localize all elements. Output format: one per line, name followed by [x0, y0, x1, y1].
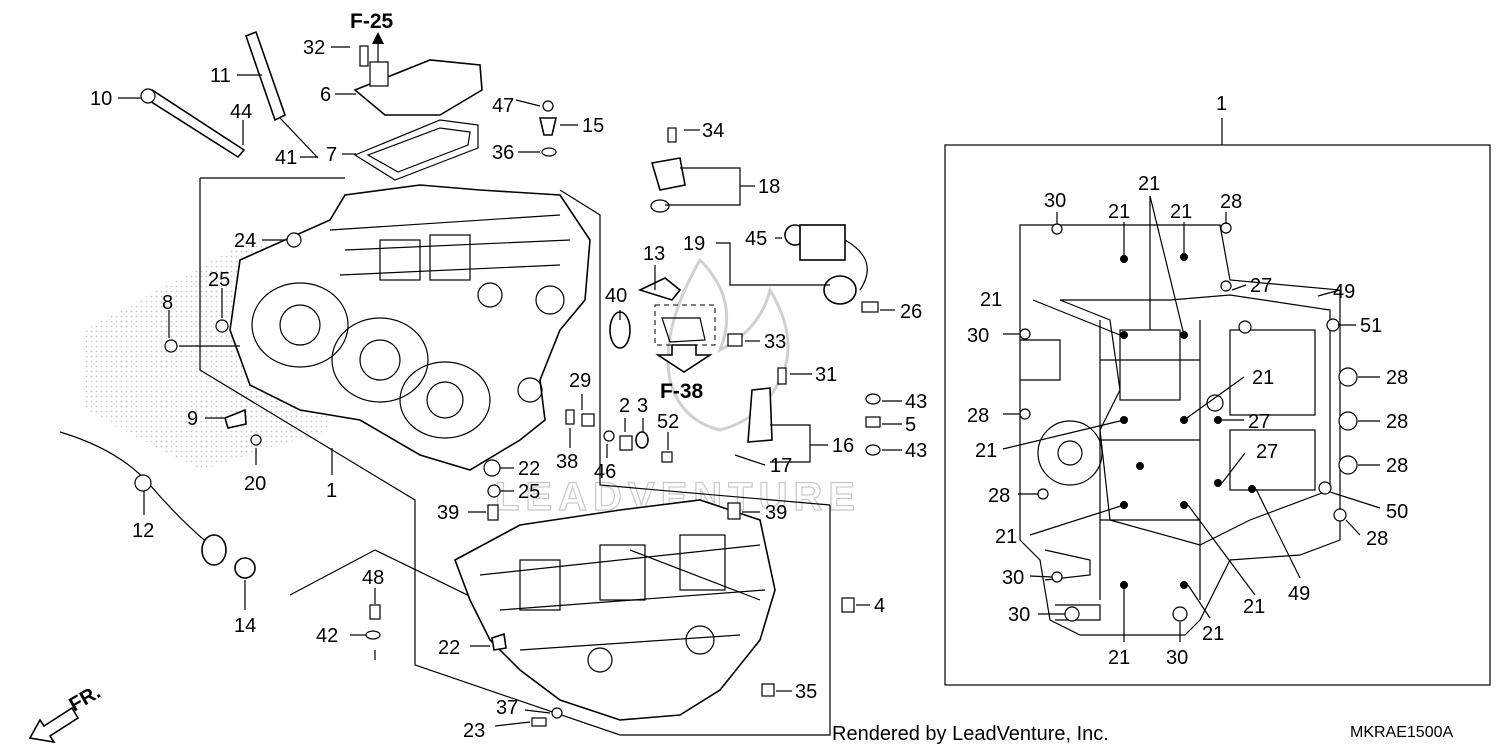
section-ref-f38: F-38	[660, 380, 704, 403]
callout-8: 8	[162, 292, 173, 314]
callout-41: 41	[275, 147, 297, 169]
callout-31: 31	[815, 364, 837, 386]
callout-23: 23	[463, 720, 485, 742]
callout-45: 45	[745, 228, 767, 250]
callout-r21h: 21	[1243, 596, 1265, 618]
callout-r50: 50	[1386, 501, 1408, 523]
callout-22b: 22	[438, 637, 460, 659]
callout-38: 38	[556, 451, 578, 473]
callout-42: 42	[316, 625, 338, 647]
callout-24: 24	[234, 230, 256, 252]
callout-25b: 25	[518, 481, 540, 503]
callout-r30e: 30	[1166, 647, 1188, 669]
callout-r28e: 28	[1386, 455, 1408, 477]
callout-9: 9	[187, 408, 198, 430]
callout-2: 2	[619, 395, 630, 417]
callout-19: 19	[683, 233, 705, 255]
callout-r27a: 27	[1250, 275, 1272, 297]
callout-44: 44	[230, 101, 252, 123]
callout-17: 17	[770, 455, 792, 477]
callout-11: 11	[210, 65, 231, 87]
callout-r28d: 28	[1386, 411, 1408, 433]
callout-r49b: 49	[1288, 583, 1310, 605]
oil-dipstick	[244, 30, 319, 159]
callout-r28f: 28	[988, 485, 1010, 507]
callout-34: 34	[702, 120, 724, 142]
breather-pipe	[140, 88, 246, 159]
leader-lines-right	[1002, 195, 1381, 642]
callout-r30b: 30	[967, 325, 989, 347]
callout-18: 18	[758, 176, 780, 198]
callout-r21j: 21	[1108, 647, 1130, 669]
upper-crankcase	[229, 184, 591, 471]
callout-46: 46	[594, 461, 616, 483]
callout-37: 37	[496, 697, 518, 719]
lower-crankcase	[454, 499, 776, 721]
callout-r27c: 27	[1256, 441, 1278, 463]
callout-r21i: 21	[1202, 623, 1224, 645]
callout-r21f: 21	[975, 440, 997, 462]
callout-13: 13	[643, 243, 665, 265]
callout-r1: 1	[1216, 93, 1227, 115]
callout-r28g: 28	[1366, 528, 1388, 550]
callout-r21a: 21	[1138, 173, 1160, 195]
callout-r28b: 28	[1386, 367, 1408, 389]
callout-40: 40	[605, 285, 627, 307]
callout-r21e: 21	[1252, 367, 1274, 389]
diagram-code: MKRAE1500A	[1350, 724, 1453, 741]
callout-r49a: 49	[1333, 281, 1355, 303]
callout-35: 35	[795, 681, 817, 703]
callout-25a: 25	[208, 269, 230, 291]
callout-r21g: 21	[995, 526, 1017, 548]
callout-r27b: 27	[1248, 411, 1270, 433]
callout-43b: 43	[905, 440, 927, 462]
front-direction-arrow	[28, 706, 80, 744]
callout-5: 5	[905, 414, 916, 436]
breather-cover	[353, 59, 483, 116]
callout-36: 36	[492, 142, 514, 164]
callout-r28c: 28	[967, 405, 989, 427]
callout-26: 26	[900, 301, 922, 323]
callout-3: 3	[637, 395, 648, 417]
callout-39a: 39	[437, 502, 459, 524]
callout-r21c: 21	[1170, 201, 1192, 223]
crankcase-bolt-pattern-view	[944, 118, 1491, 686]
callout-4: 4	[874, 595, 885, 617]
callout-15: 15	[582, 115, 604, 137]
callout-r21b: 21	[1108, 201, 1130, 223]
callout-43a: 43	[905, 391, 927, 413]
breather-gasket	[353, 119, 479, 181]
reference-arrows	[372, 32, 716, 373]
callout-12: 12	[132, 520, 154, 542]
callout-r30c: 30	[1002, 567, 1024, 589]
callout-29: 29	[569, 370, 591, 392]
callout-14: 14	[234, 615, 256, 637]
callout-22a: 22	[518, 458, 540, 480]
callout-6: 6	[320, 84, 331, 106]
leader-lines-left	[118, 46, 902, 727]
small-parts	[59, 45, 881, 727]
callout-52: 52	[657, 411, 679, 433]
callout-47: 47	[492, 95, 514, 117]
callout-39b: 39	[765, 502, 787, 524]
callout-48: 48	[362, 567, 384, 589]
section-ref-f25: F-25	[350, 10, 394, 33]
callout-r51: 51	[1360, 315, 1382, 337]
callout-r21d: 21	[980, 289, 1002, 311]
callout-33: 33	[764, 331, 786, 353]
callout-r28a: 28	[1220, 191, 1242, 213]
callout-r30d: 30	[1008, 604, 1030, 626]
callout-32: 32	[303, 37, 325, 59]
callout-1a: 1	[326, 480, 337, 502]
callout-7: 7	[326, 144, 337, 166]
callout-10: 10	[90, 88, 112, 110]
callout-r30a: 30	[1044, 190, 1066, 212]
callout-labels: 10 11 44 41 32 6 7 47 15 36 34 18 24 25 …	[90, 37, 1408, 742]
rendered-by-credit: Rendered by LeadVenture, Inc.	[832, 723, 1109, 745]
callout-20: 20	[244, 473, 266, 495]
callout-16: 16	[832, 435, 854, 457]
